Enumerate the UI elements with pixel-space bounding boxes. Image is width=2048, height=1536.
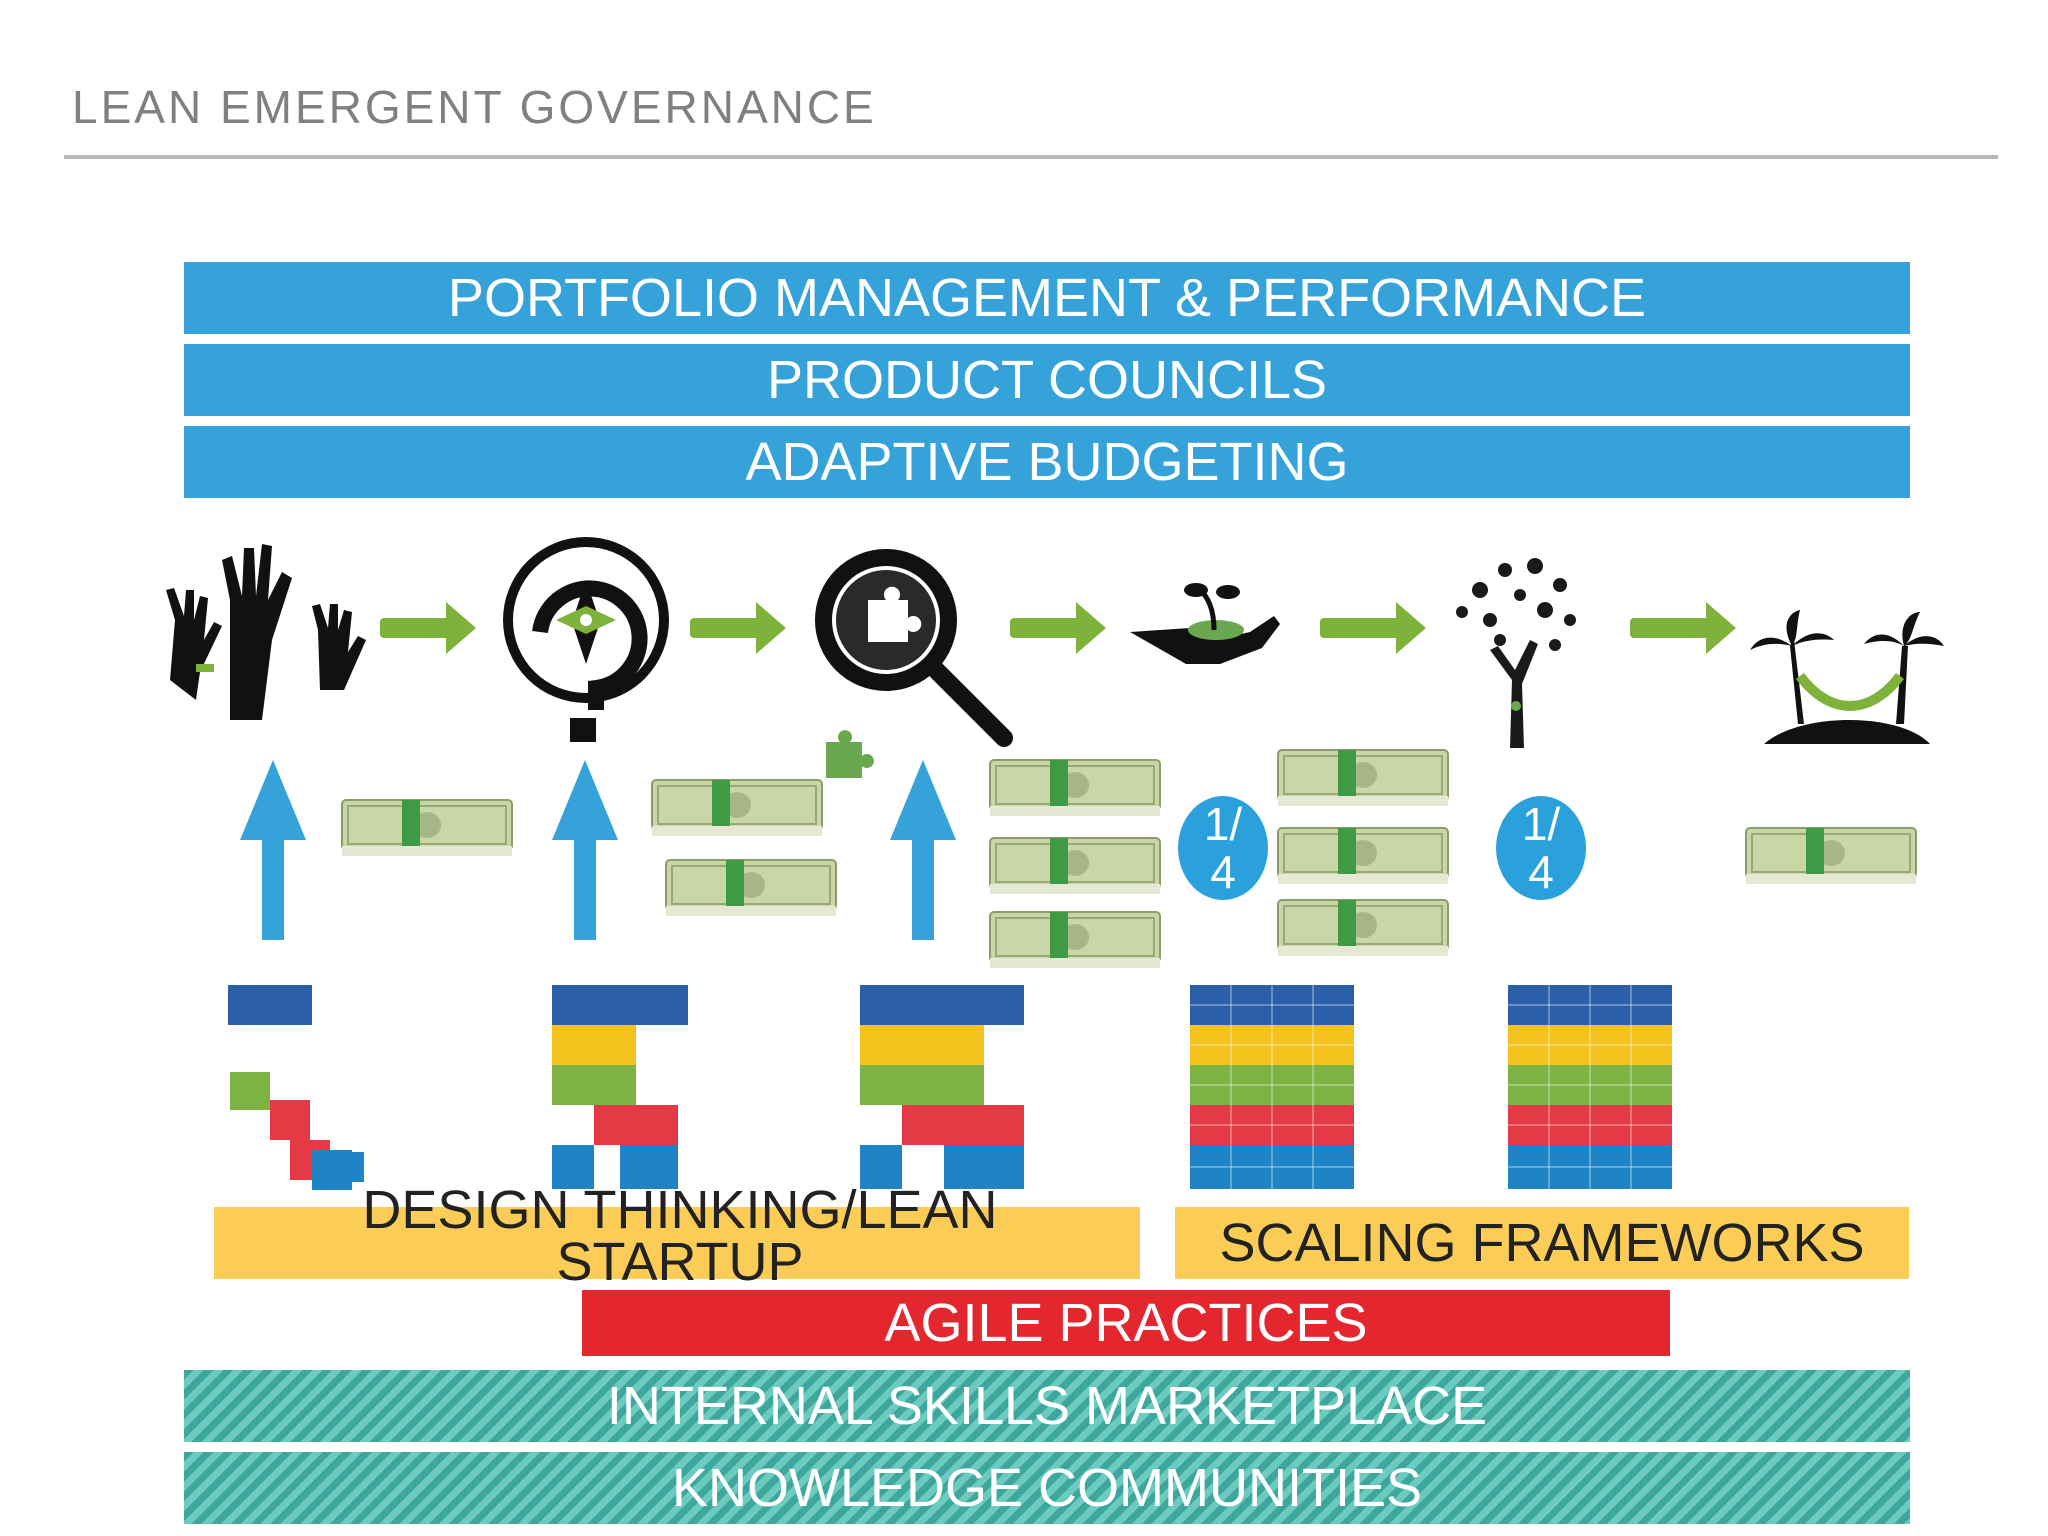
seedling-hand-icon bbox=[1130, 583, 1280, 664]
money-stack-icon bbox=[989, 759, 1161, 817]
magnifier-puzzle-icon bbox=[815, 549, 1013, 778]
fraction-badge: 1/ 4 bbox=[1178, 796, 1268, 900]
tree-icon bbox=[1440, 532, 1596, 748]
money-stack-icon bbox=[989, 837, 1161, 895]
raised-hands-icon bbox=[166, 544, 366, 728]
puzzle-partial-icon bbox=[552, 985, 688, 1189]
stage-illustrations bbox=[166, 532, 1944, 1190]
upward-arrow-3 bbox=[890, 760, 956, 940]
agile-practices-bar: AGILE PRACTICES bbox=[582, 1290, 1670, 1356]
island-hammock-icon bbox=[1750, 610, 1944, 744]
money-stack-icon bbox=[341, 799, 513, 857]
money-stack-icon bbox=[651, 779, 823, 837]
scaling-frameworks-label: SCALING FRAMEWORKS bbox=[1219, 1213, 1865, 1273]
process-arrow-5 bbox=[1630, 602, 1736, 654]
money-stack-icon bbox=[989, 911, 1161, 969]
money-stack-icon bbox=[1277, 827, 1449, 885]
upward-arrows bbox=[240, 760, 956, 940]
puzzle-scattered-icon bbox=[228, 985, 364, 1190]
fraction-badge: 1/ 4 bbox=[1496, 796, 1586, 900]
slide-title: LEAN EMERGENT GOVERNANCE bbox=[72, 81, 877, 133]
upward-arrow-1 bbox=[240, 760, 306, 940]
money-stack-icon bbox=[1277, 899, 1449, 957]
knowledge-communities-label: KNOWLEDGE COMMUNITIES bbox=[671, 1458, 1423, 1518]
compass-question-icon bbox=[503, 537, 669, 742]
portfolio-management-bar: PORTFOLIO MANAGEMENT & PERFORMANCE bbox=[184, 262, 1910, 334]
fraction-badge-numerator: 1/ bbox=[1521, 798, 1561, 850]
puzzle-complete-icon bbox=[1189, 984, 1355, 1190]
puzzle-mostly-complete-icon bbox=[860, 985, 1024, 1189]
process-arrow-3 bbox=[1010, 602, 1106, 654]
process-arrow-1 bbox=[380, 602, 476, 654]
knowledge-communities-bar: KNOWLEDGE COMMUNITIES bbox=[184, 1452, 1910, 1524]
process-arrow-2 bbox=[690, 602, 786, 654]
process-arrow-4 bbox=[1320, 602, 1426, 654]
money-stack-icon bbox=[1745, 827, 1917, 885]
title-divider bbox=[64, 155, 1998, 159]
process-arrows bbox=[380, 602, 1736, 654]
upward-arrow-2 bbox=[552, 760, 618, 940]
internal-skills-marketplace-bar: INTERNAL SKILLS MARKETPLACE bbox=[184, 1370, 1910, 1442]
money-stack-icon bbox=[665, 859, 837, 917]
scaling-frameworks-bar: SCALING FRAMEWORKS bbox=[1175, 1207, 1909, 1279]
internal-skills-marketplace-label: INTERNAL SKILLS MARKETPLACE bbox=[606, 1376, 1488, 1436]
money-stack-icon bbox=[1277, 749, 1449, 807]
fraction-badge-denominator: 4 bbox=[1210, 846, 1236, 898]
fraction-badge-numerator: 1/ bbox=[1203, 798, 1243, 850]
adaptive-budgeting-label: ADAPTIVE BUDGETING bbox=[745, 432, 1349, 492]
fraction-badge-denominator: 4 bbox=[1528, 846, 1554, 898]
portfolio-management-label: PORTFOLIO MANAGEMENT & PERFORMANCE bbox=[447, 268, 1647, 328]
puzzle-complete-icon bbox=[1507, 984, 1673, 1190]
product-councils-bar: PRODUCT COUNCILS bbox=[184, 344, 1910, 416]
design-thinking-label: DESIGN THINKING/LEAN STARTUP bbox=[362, 1180, 998, 1292]
agile-practices-label: AGILE PRACTICES bbox=[884, 1293, 1368, 1353]
adaptive-budgeting-bar: ADAPTIVE BUDGETING bbox=[184, 426, 1910, 498]
design-thinking-bar bbox=[214, 1207, 1140, 1279]
product-councils-label: PRODUCT COUNCILS bbox=[766, 350, 1328, 410]
